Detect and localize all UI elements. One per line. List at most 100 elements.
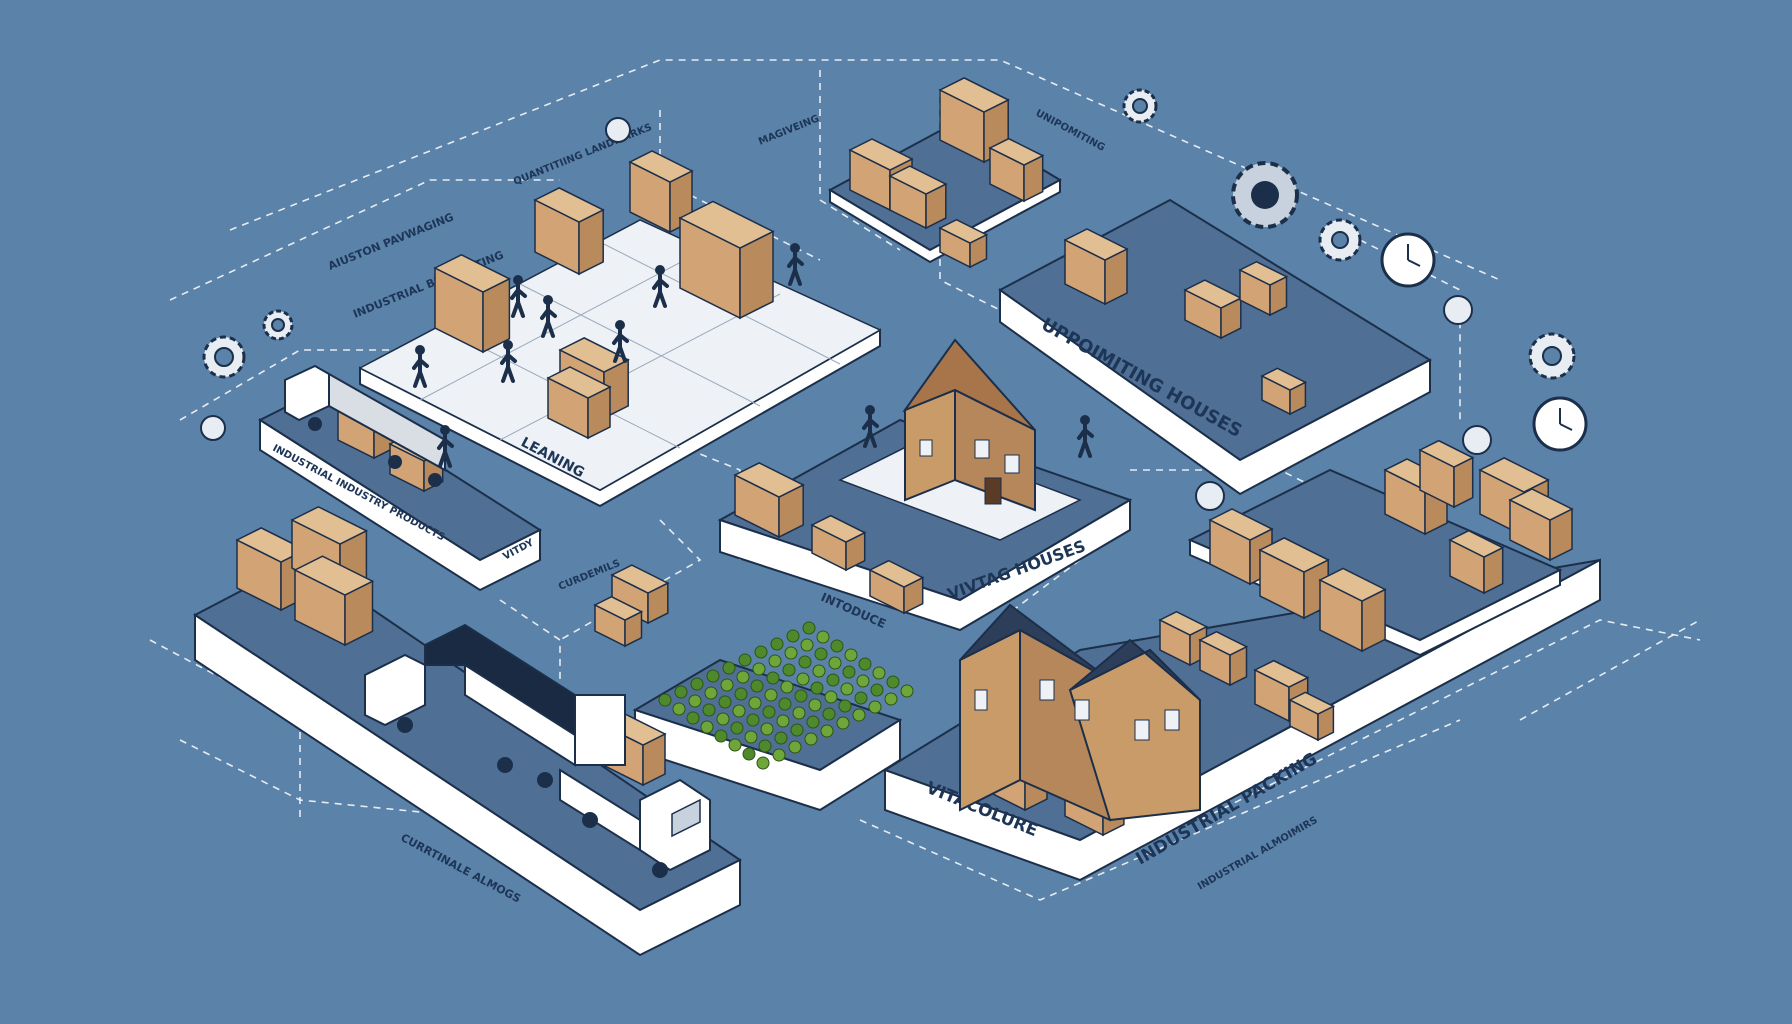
crop-icon [758, 739, 772, 753]
small-badge-icon [200, 415, 226, 441]
gear-icon [1318, 218, 1362, 262]
worker-icon [612, 320, 629, 363]
crop-icon [868, 700, 882, 714]
worker-icon [862, 405, 879, 448]
crop-icon [780, 680, 794, 694]
crop-icon [870, 683, 884, 697]
box-icon [1238, 260, 1289, 317]
box-icon [1258, 537, 1330, 620]
crop-icon [806, 715, 820, 729]
box-icon [810, 514, 867, 572]
box-icon [733, 462, 805, 539]
crop-icon [810, 681, 824, 695]
crop-icon [838, 699, 852, 713]
crop-icon [736, 670, 750, 684]
crop-icon [826, 673, 840, 687]
clock-icon [1532, 396, 1588, 452]
crop-icon [686, 711, 700, 725]
crop-icon [824, 690, 838, 704]
crop-icon [840, 682, 854, 696]
crop-icon [716, 712, 730, 726]
box-icon [938, 218, 989, 269]
townhouse-icon [959, 603, 1201, 822]
box-icon [1418, 439, 1475, 509]
worker-icon [510, 275, 527, 318]
small-badge-icon [1443, 295, 1473, 325]
crop-icon [734, 687, 748, 701]
box-icon [888, 165, 948, 230]
crop-icon [764, 688, 778, 702]
crop-icon [812, 664, 826, 678]
crop-icon [872, 666, 886, 680]
house-icon [902, 338, 1036, 512]
crop-icon [748, 696, 762, 710]
box-icon [593, 595, 644, 648]
crop-icon [674, 685, 688, 699]
box-icon [1063, 228, 1129, 306]
box-icon [1318, 567, 1387, 653]
crop-icon [788, 740, 802, 754]
crop-icon [800, 638, 814, 652]
crop-icon [900, 684, 914, 698]
gear-icon [1122, 88, 1158, 124]
box-icon [1198, 630, 1249, 687]
crop-icon [706, 669, 720, 683]
crop-icon [702, 703, 716, 717]
crop-icon [858, 657, 872, 671]
crop-icon [690, 677, 704, 691]
crop-icon [828, 656, 842, 670]
crop-icon [802, 621, 816, 635]
box-icon [868, 559, 925, 615]
crop-icon [794, 689, 808, 703]
crop-icon [756, 756, 770, 770]
crop-icon [778, 697, 792, 711]
crop-icon [886, 675, 900, 689]
crop-icon [770, 637, 784, 651]
box-icon [533, 187, 605, 276]
box-icon [1288, 691, 1336, 742]
crop-icon [762, 705, 776, 719]
crop-icon [774, 731, 788, 745]
crop-icon [738, 653, 752, 667]
crop-icon [820, 724, 834, 738]
crop-icon [814, 647, 828, 661]
crop-icon [804, 732, 818, 746]
box-icon [678, 200, 775, 320]
crop-icon [852, 708, 866, 722]
crop-icon [742, 747, 756, 761]
crop-icon [760, 722, 774, 736]
crop-field [658, 621, 914, 770]
crop-icon [728, 738, 742, 752]
crop-icon [836, 716, 850, 730]
box-icon [1260, 367, 1308, 416]
worker-icon [540, 295, 557, 338]
crop-icon [768, 654, 782, 668]
worker-icon [652, 265, 669, 308]
unpointing-label: UNIPOMITING [1034, 108, 1107, 154]
crop-icon [746, 713, 760, 727]
worker-icon [1077, 415, 1094, 458]
crop-icon [790, 723, 804, 737]
crop-icon [808, 698, 822, 712]
crop-icon [786, 629, 800, 643]
worker-icon [437, 425, 454, 468]
crop-icon [830, 639, 844, 653]
small-badge-icon [605, 117, 631, 143]
crop-icon [854, 691, 868, 705]
crop-icon [792, 706, 806, 720]
marketing-label: MAGIVEING [757, 113, 821, 147]
crop-icon [658, 693, 672, 707]
crop-icon [856, 674, 870, 688]
crop-icon [672, 702, 686, 716]
crop-icon [700, 720, 714, 734]
crop-icon [722, 661, 736, 675]
worker-layer [412, 243, 1094, 468]
crop-icon [752, 662, 766, 676]
truck-icon [284, 364, 446, 487]
gear-icon [1528, 332, 1576, 380]
crop-icon [754, 645, 768, 659]
crop-icon [766, 671, 780, 685]
box-icon [293, 555, 375, 647]
small-badge-icon [1195, 481, 1225, 511]
